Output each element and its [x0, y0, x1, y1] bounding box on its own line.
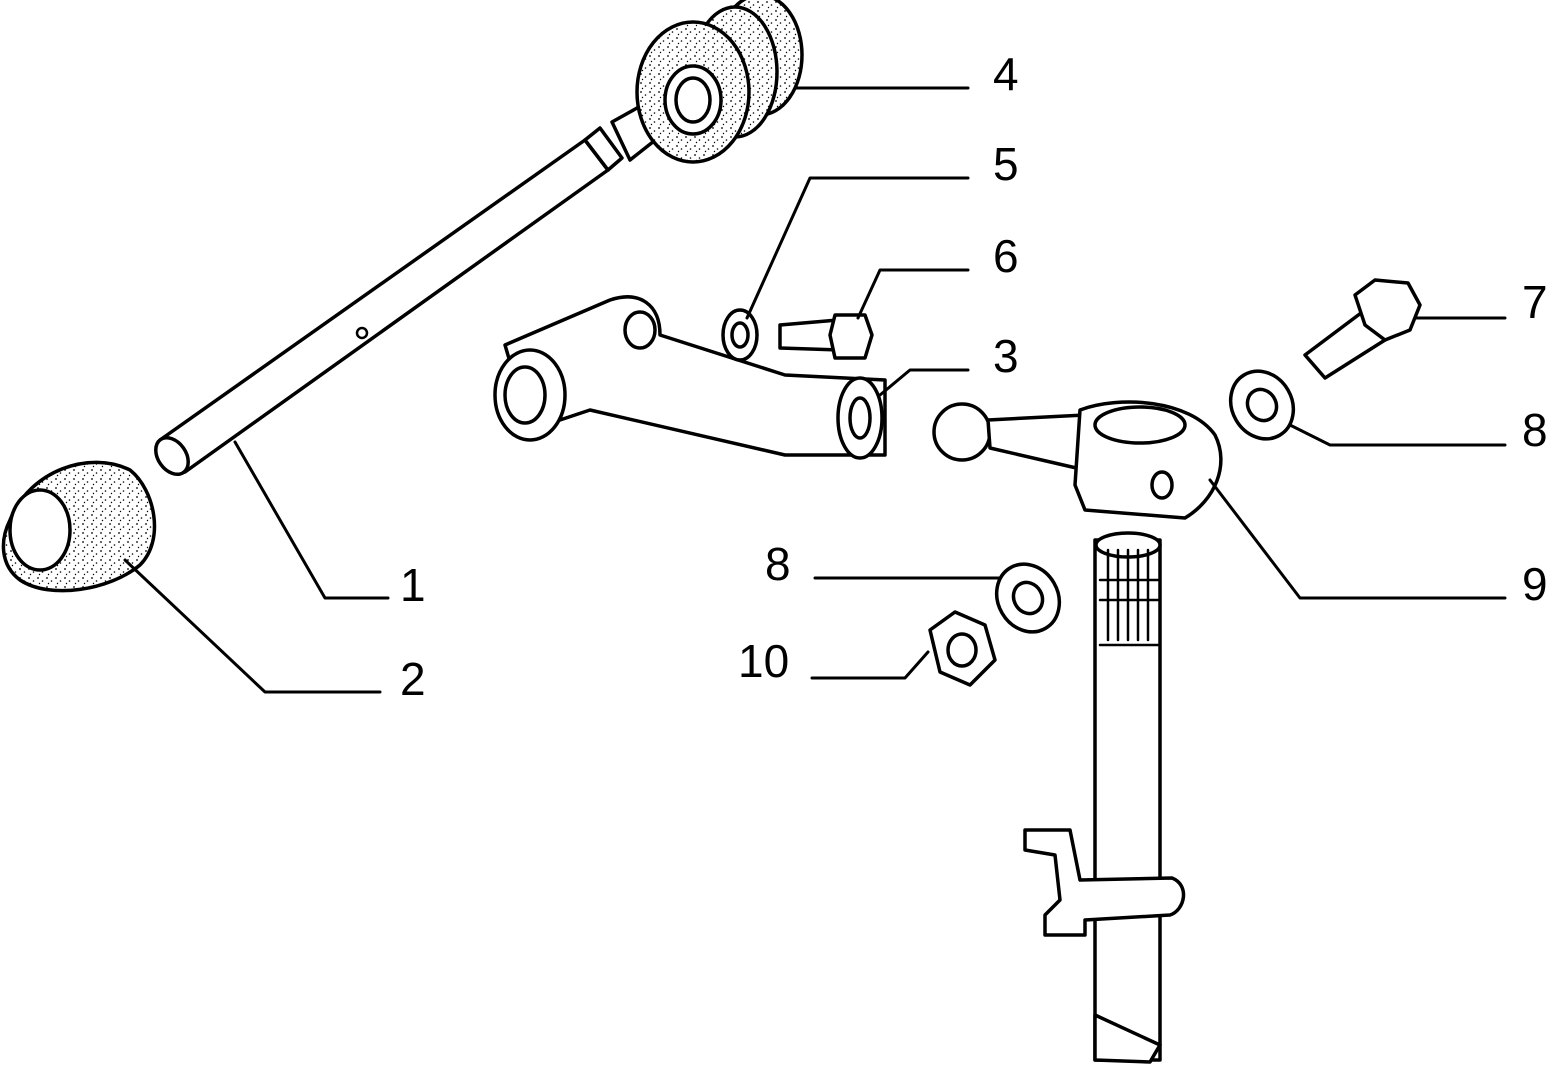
rubber-boot: [1, 460, 157, 593]
callout-6: 6: [993, 230, 1019, 282]
callout-10: 10: [738, 635, 789, 687]
callout-2: 2: [400, 653, 426, 705]
gear-rod: [154, 96, 670, 476]
callout-1: 1: [400, 559, 426, 611]
callout-8-upper: 8: [1522, 404, 1548, 456]
nut-10: [928, 610, 997, 687]
linkage-arm: [493, 295, 887, 460]
splined-shaft: [1023, 531, 1186, 1064]
callout-5: 5: [993, 138, 1019, 190]
washer-8-upper: [1228, 369, 1296, 441]
rubber-bushing: [635, 0, 804, 164]
bolt-6: [778, 313, 874, 360]
selector-lever: [932, 400, 1223, 520]
callout-3: 3: [993, 330, 1019, 382]
washer-8-lower: [994, 562, 1062, 634]
callout-7: 7: [1522, 276, 1548, 328]
bolt-7: [1303, 278, 1422, 380]
callout-9: 9: [1522, 558, 1548, 610]
callout-8-lower: 8: [765, 538, 791, 590]
callout-4: 4: [993, 48, 1019, 100]
washer-5: [721, 308, 759, 362]
leader-lines: [123, 86, 1507, 694]
